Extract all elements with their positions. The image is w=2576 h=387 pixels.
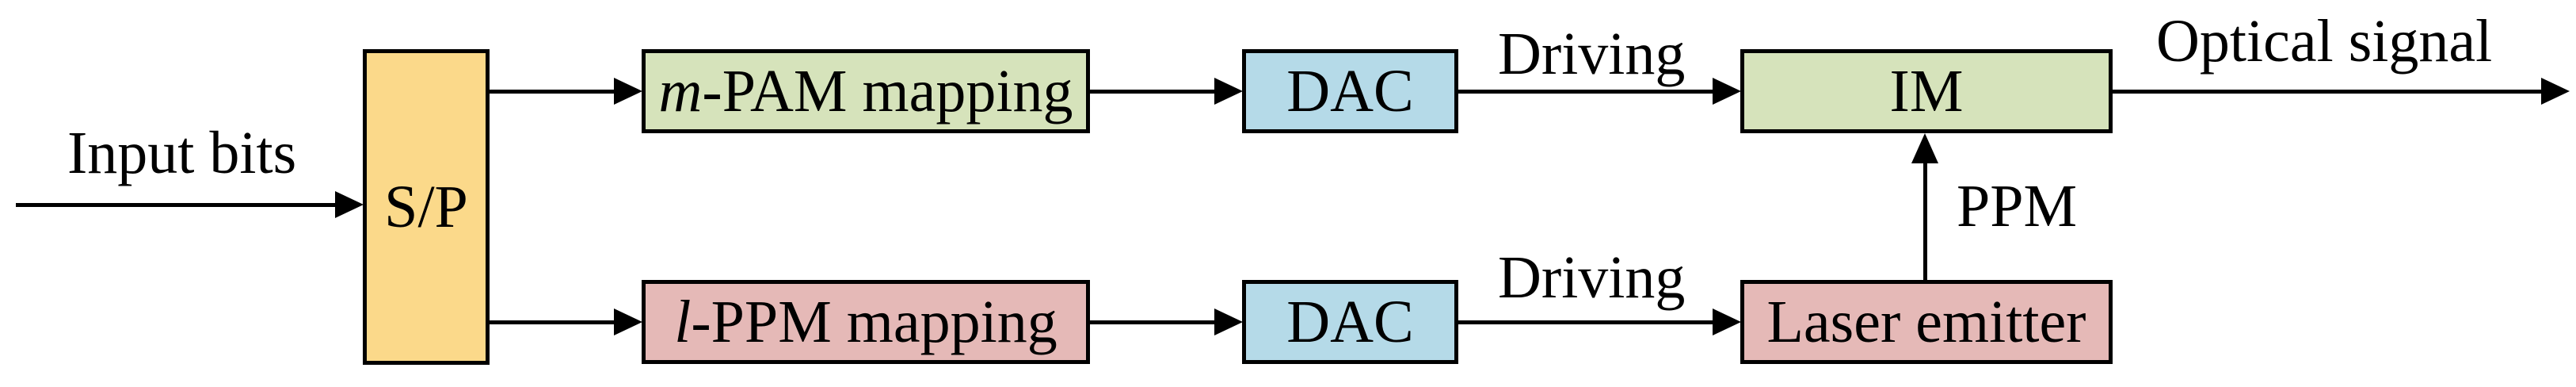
arrowhead-sp-to-lppm-icon (614, 308, 642, 335)
arrow-line-im-to-output (2113, 90, 2541, 94)
arrowhead-sp-to-mpam-icon (614, 78, 642, 105)
sp-block-label: S/P (384, 174, 468, 240)
arrow-line-laser-to-im (1923, 162, 1927, 280)
ppm-label: PPM (1957, 173, 2078, 239)
dac-top-block-label: DAC (1286, 58, 1414, 125)
arrowhead-lppm-to-dac-icon (1214, 308, 1243, 335)
driving-bottom-label: Driving (1498, 244, 1686, 311)
laser-emitter-block: Laser emitter (1740, 280, 2113, 364)
arrow-line-dacbottom-to-laser (1458, 320, 1713, 324)
arrowhead-mpam-to-dac-icon (1214, 78, 1243, 105)
arrowhead-dacbottom-to-laser-icon (1713, 308, 1741, 335)
driving-top-label: Driving (1498, 21, 1686, 87)
dac-bottom-block-label: DAC (1286, 289, 1414, 355)
optical-signal-label: Optical signal (2156, 8, 2493, 75)
dac-bottom-block: DAC (1242, 280, 1458, 364)
arrowhead-dactop-to-im-icon (1713, 78, 1741, 105)
sp-block: S/P (363, 49, 490, 365)
arrow-line-sp-to-lppm (489, 320, 614, 324)
arrow-line-lppm-to-dac (1089, 320, 1214, 324)
lppm-mapping-block: l-PPM mapping (642, 280, 1090, 364)
lppm-block-label: -PPM mapping (691, 289, 1057, 355)
mpam-block-label: -PAM mapping (702, 58, 1073, 125)
laser-emitter-block-label: Laser emitter (1766, 289, 2086, 355)
arrow-line-dactop-to-im (1458, 90, 1713, 94)
arrow-line-input-to-sp (16, 203, 336, 207)
arrowhead-im-to-output-icon (2541, 78, 2570, 105)
arrowhead-input-to-sp-icon (335, 191, 364, 218)
input-bits-label: Input bits (67, 120, 297, 186)
arrow-line-mpam-to-dac (1089, 90, 1214, 94)
arrowhead-laser-to-im-icon (1911, 133, 1938, 163)
mpam-block-variable: m (658, 58, 703, 125)
dac-top-block: DAC (1242, 49, 1458, 133)
mpam-mapping-block: m-PAM mapping (642, 49, 1090, 133)
im-block-label: IM (1889, 58, 1964, 125)
lppm-block-variable: l (674, 289, 692, 355)
arrow-line-sp-to-mpam (489, 90, 614, 94)
im-block: IM (1740, 49, 2113, 133)
